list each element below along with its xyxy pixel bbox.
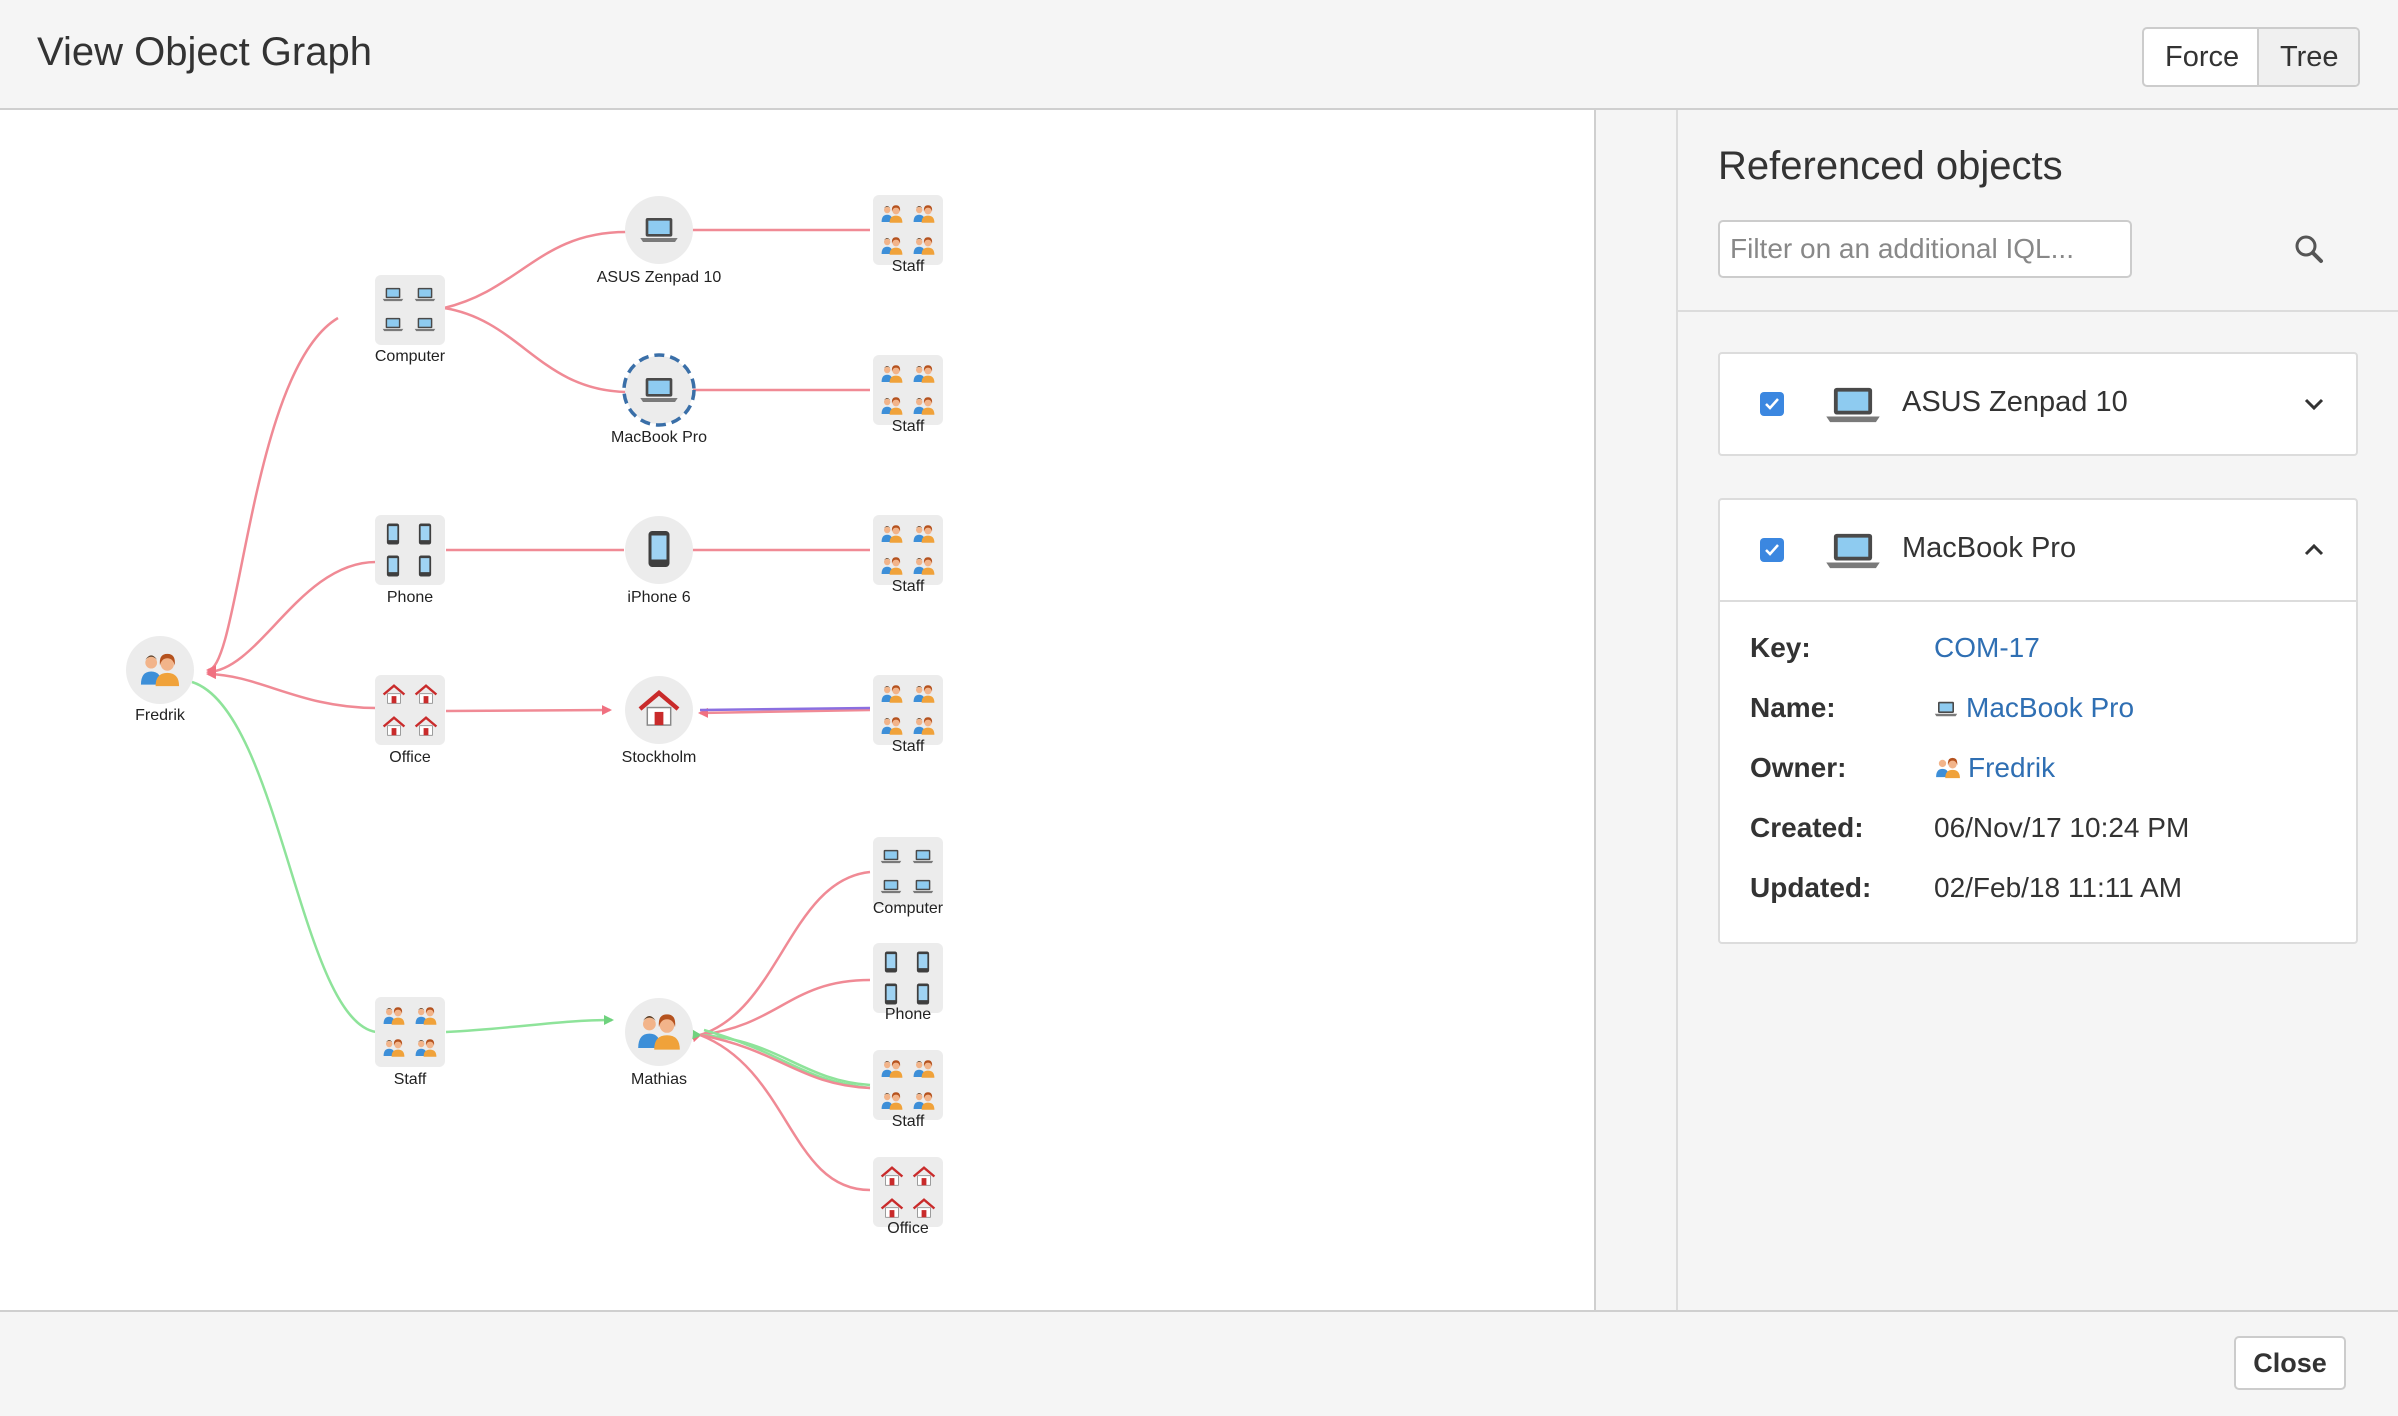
edge-mathias-staff-green: [691, 1029, 871, 1087]
search-icon[interactable]: [2288, 228, 2332, 272]
node-macbook-label: MacBook Pro: [611, 429, 707, 446]
node-iphone-label: iPhone 6: [627, 589, 690, 606]
node-mathias[interactable]: Mathias: [625, 998, 693, 1088]
owner-link[interactable]: Fredrik: [1934, 748, 2055, 788]
object-graph[interactable]: Fredrik Computer Phone Office: [0, 110, 1594, 1310]
node-mathias-office[interactable]: Office: [873, 1157, 943, 1237]
close-button[interactable]: Close: [2234, 1336, 2346, 1390]
card-header[interactable]: ASUS Zenpad 10: [1720, 354, 2356, 454]
tree-button[interactable]: Tree: [2257, 29, 2358, 85]
card-title: ASUS Zenpad 10: [1902, 386, 2128, 418]
dialog-header: View Object Graph Force Tree: [0, 0, 2398, 110]
object-name-link[interactable]: MacBook Pro: [1934, 688, 2134, 728]
node-fredrik[interactable]: Fredrik: [126, 636, 194, 724]
edge-fredrik-staff: [191, 680, 377, 1034]
card-header[interactable]: MacBook Pro: [1720, 500, 2356, 600]
node-mathias-staff-label: Staff: [892, 1113, 925, 1130]
iql-filter-input[interactable]: [1718, 220, 2132, 278]
checkbox-checked-icon[interactable]: [1760, 392, 1784, 416]
object-card-macbook: MacBook Pro Key: COM-17 Name: MacBook Pr…: [1718, 498, 2358, 944]
people-icon: [1936, 757, 1960, 779]
node-mathias-office-label: Office: [887, 1220, 929, 1237]
node-stockholm[interactable]: Stockholm: [622, 676, 697, 766]
laptop-icon: [1824, 384, 1882, 431]
chevron-down-icon[interactable]: [2302, 392, 2326, 421]
created-value: 06/Nov/17 10:24 PM: [1934, 812, 2190, 843]
object-name-text: MacBook Pro: [1966, 692, 2135, 723]
node-computer[interactable]: Computer: [375, 275, 446, 365]
edge-phone-fredrik: [206, 560, 377, 677]
panel-divider: [1678, 310, 2398, 312]
detail-label: Created:: [1750, 812, 1864, 843]
card-title: MacBook Pro: [1902, 532, 2077, 564]
object-key-link[interactable]: COM-17: [1934, 632, 2040, 663]
chevron-up-icon[interactable]: [2302, 538, 2326, 567]
card-details: Key: COM-17 Name: MacBook Pro Owner:: [1720, 600, 2356, 942]
panel-title: Referenced objects: [1718, 144, 2063, 188]
laptop-icon: [1934, 701, 1958, 717]
detail-label: Name:: [1750, 692, 1836, 723]
edge-mathias-office: [699, 1033, 871, 1192]
force-button[interactable]: Force: [2165, 41, 2240, 73]
node-mathias-computer[interactable]: Computer: [873, 837, 944, 917]
object-card-asus: ASUS Zenpad 10: [1718, 352, 2358, 456]
edge-office-stockholm: [445, 705, 612, 716]
node-office[interactable]: Office: [375, 675, 445, 766]
dialog-title: View Object Graph: [37, 30, 372, 74]
edge-mathias-staff-red: [699, 1033, 871, 1090]
node-stockholm-label: Stockholm: [622, 749, 697, 766]
node-staff-stockholm-label: Staff: [892, 738, 925, 755]
detail-label: Key:: [1750, 632, 1811, 663]
node-office-label: Office: [389, 749, 431, 766]
checkbox-checked-icon[interactable]: [1760, 538, 1784, 562]
node-asus-zenpad[interactable]: ASUS Zenpad 10: [597, 196, 722, 286]
node-phone-label: Phone: [387, 589, 433, 606]
node-staff[interactable]: Staff: [375, 997, 445, 1088]
node-mathias-computer-label: Computer: [873, 900, 944, 917]
node-staff-iphone-label: Staff: [892, 578, 925, 595]
node-staff-asus[interactable]: Staff: [873, 195, 943, 275]
node-fredrik-label: Fredrik: [135, 707, 186, 724]
node-staff-stockholm[interactable]: Staff: [873, 675, 943, 755]
panel-resize-gutter[interactable]: [1596, 110, 1678, 1310]
node-staff-macbook-label: Staff: [892, 418, 925, 435]
node-mathias-label: Mathias: [631, 1071, 687, 1088]
dialog-footer: Close: [0, 1310, 2398, 1416]
node-macbook-pro[interactable]: MacBook Pro: [611, 353, 707, 446]
node-iphone[interactable]: iPhone 6: [625, 516, 693, 606]
node-staff-label: Staff: [394, 1071, 427, 1088]
edge-computer-fredrik: [206, 316, 339, 675]
node-mathias-staff[interactable]: Staff: [873, 1050, 943, 1130]
node-mathias-phone-label: Phone: [885, 1006, 931, 1023]
view-mode-toggle: Force Tree: [2142, 27, 2360, 87]
node-staff-iphone[interactable]: Staff: [873, 515, 943, 595]
referenced-objects-panel: Referenced objects ASUS Zenpad 10: [1678, 110, 2398, 1310]
node-asus-label: ASUS Zenpad 10: [597, 269, 722, 286]
edge-mathias-phone: [699, 978, 871, 1037]
edge-staff-mathias: [445, 1015, 614, 1034]
edge-office-fredrik: [206, 669, 377, 710]
edge-computer-macbook: [443, 306, 627, 394]
edge-computer-asus: [443, 230, 627, 310]
node-staff-asus-label: Staff: [892, 258, 925, 275]
edge-stockholm-staff: [699, 706, 871, 712]
owner-text: Fredrik: [1968, 752, 2056, 783]
laptop-icon: [1824, 530, 1882, 577]
detail-label: Owner:: [1750, 752, 1847, 783]
graph-canvas[interactable]: Fredrik Computer Phone Office: [0, 110, 1596, 1310]
node-computer-label: Computer: [375, 348, 446, 365]
detail-label: Updated:: [1750, 872, 1872, 903]
edge-mathias-staff-green-2: [703, 1028, 871, 1090]
updated-value: 02/Feb/18 11:11 AM: [1934, 872, 2183, 903]
edge-mathias-computer: [690, 870, 871, 1043]
node-phone[interactable]: Phone: [375, 515, 445, 606]
node-staff-macbook[interactable]: Staff: [873, 355, 943, 435]
edge-staff-stockholm: [698, 707, 871, 718]
node-mathias-phone[interactable]: Phone: [873, 943, 943, 1023]
